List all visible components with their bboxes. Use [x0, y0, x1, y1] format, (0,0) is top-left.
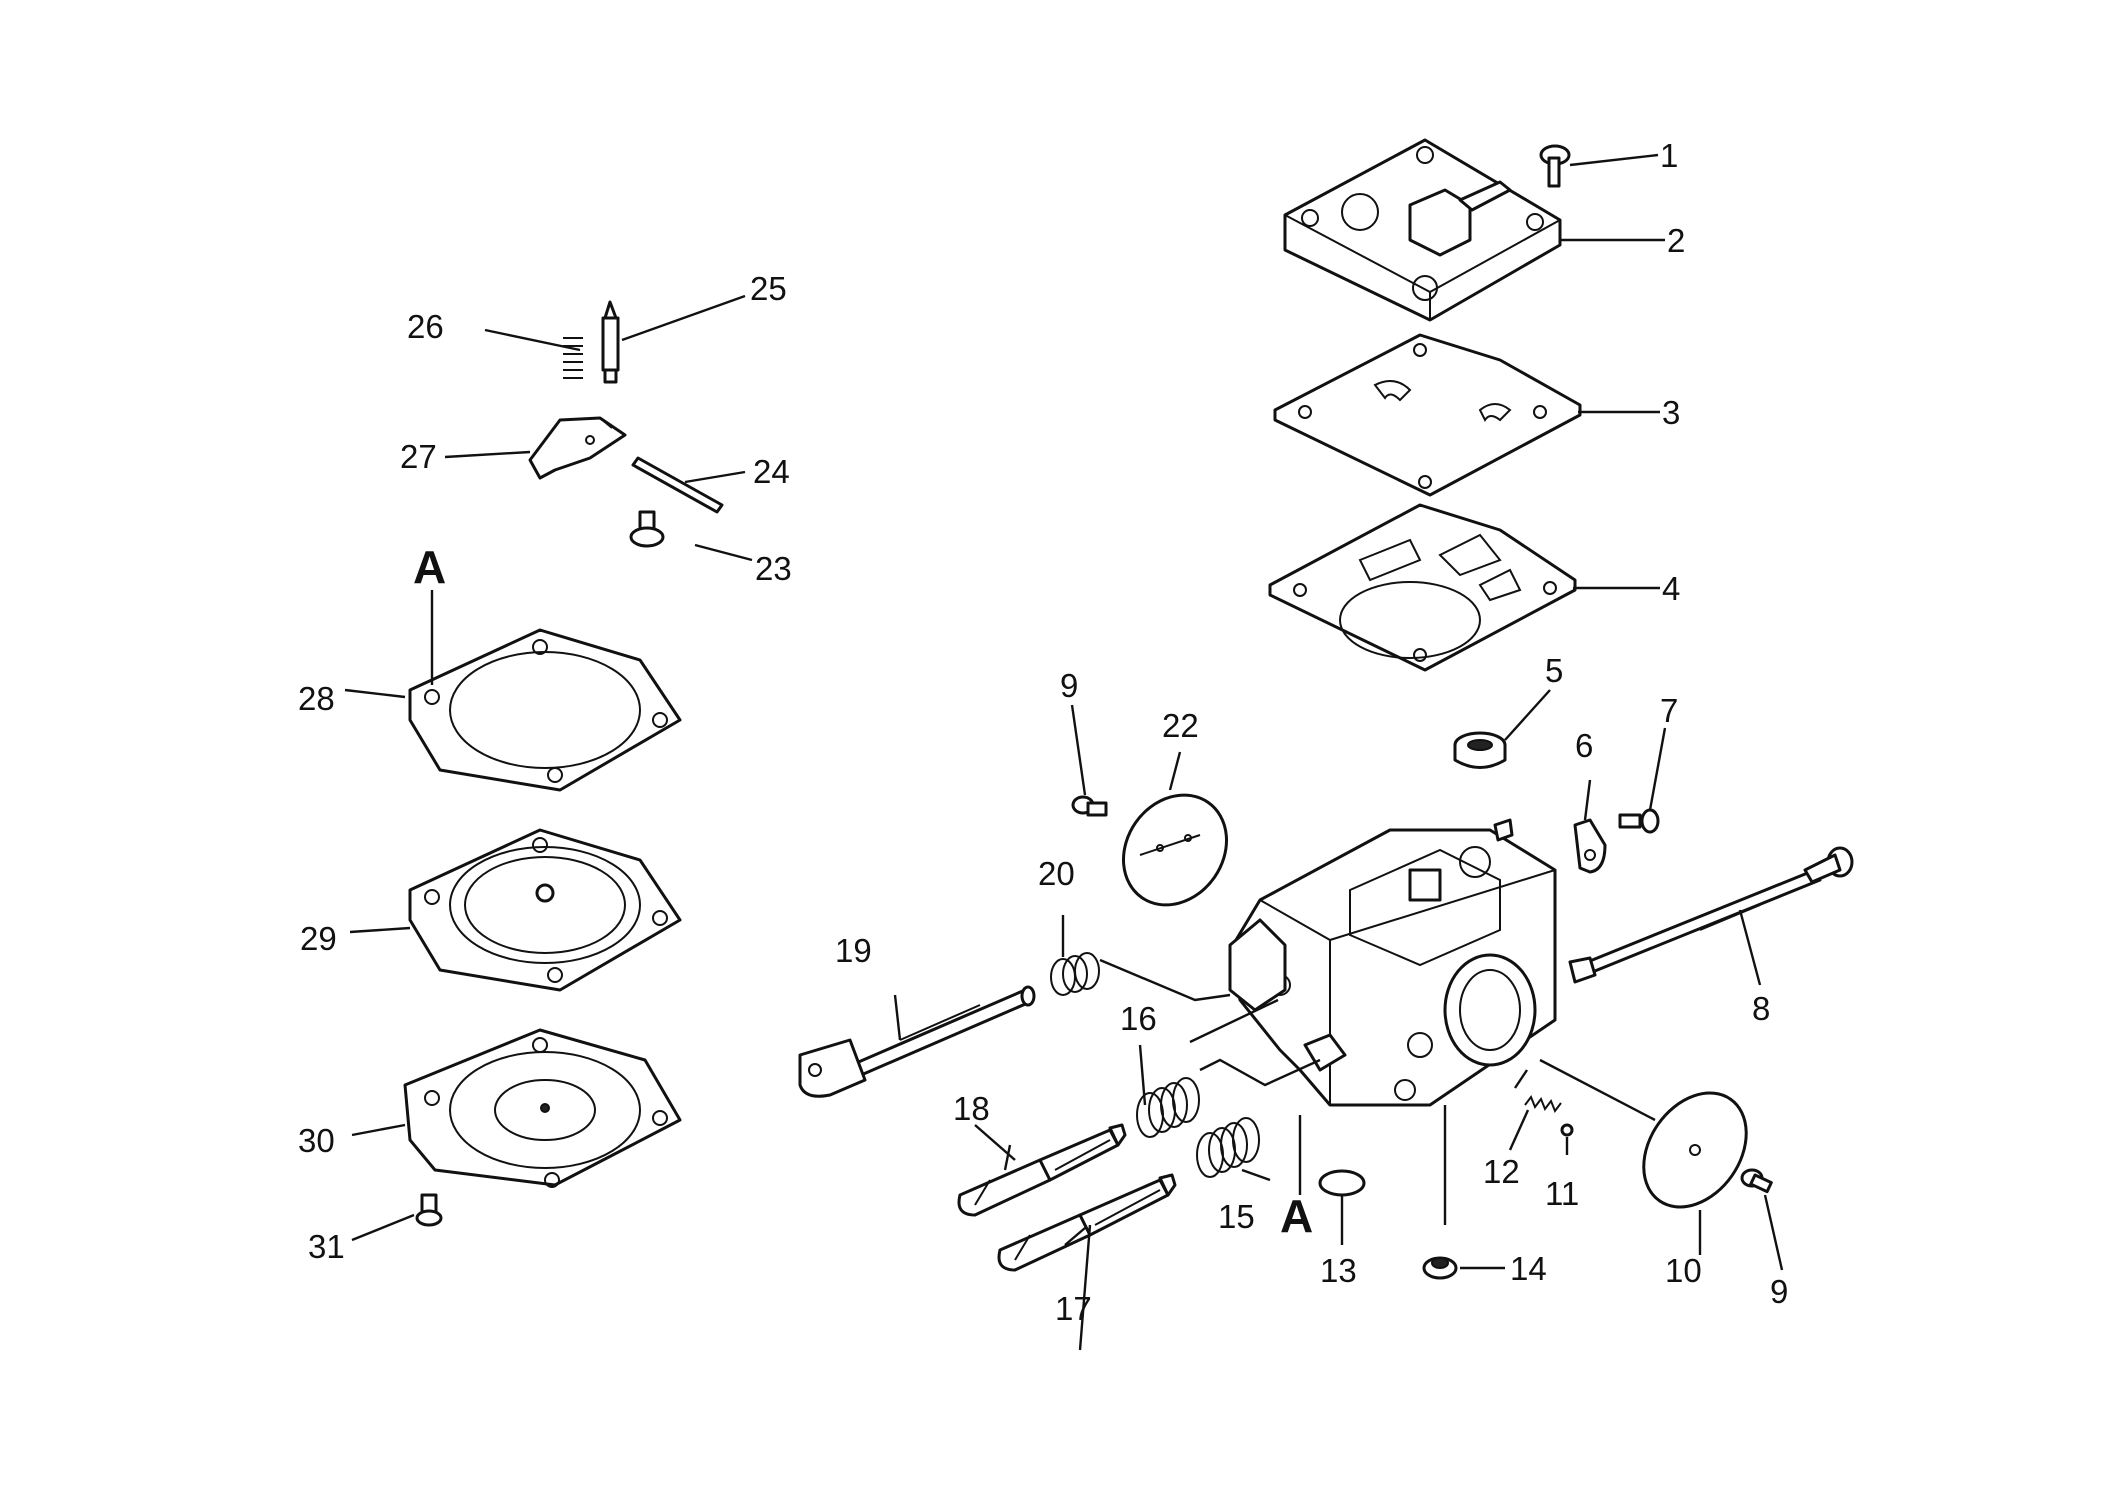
label-2: 2	[1667, 222, 1685, 259]
label-12: 12	[1483, 1153, 1520, 1190]
label-9-bottom: 9	[1770, 1273, 1788, 1310]
part-pump-cover	[1283, 138, 1562, 322]
part-filter-screen	[1453, 731, 1507, 769]
part-o-ring	[1318, 1169, 1366, 1197]
label-30: 30	[298, 1122, 335, 1159]
part-pump-diaphragm	[1273, 333, 1582, 497]
label-5: 5	[1545, 652, 1563, 689]
part-throttle-shaft	[798, 985, 1036, 1098]
label-20: 20	[1038, 855, 1075, 892]
part-carburetor-body	[1228, 818, 1557, 1107]
part-screw-9-top	[1071, 795, 1108, 817]
part-spring-26	[563, 337, 583, 379]
label-6: 6	[1575, 727, 1593, 764]
label-15: 15	[1218, 1198, 1255, 1235]
part-ball-11	[1560, 1123, 1574, 1137]
label-16: 16	[1120, 1000, 1157, 1037]
label-A-left: A	[413, 541, 446, 593]
part-gasket-28	[408, 628, 682, 792]
label-23: 23	[755, 550, 792, 587]
label-3: 3	[1662, 394, 1680, 431]
label-27: 27	[400, 438, 437, 475]
part-screw-31	[415, 1193, 443, 1227]
part-choke-shaft	[1568, 846, 1854, 984]
part-needle-17	[997, 1173, 1177, 1272]
part-bracket	[1573, 818, 1607, 874]
label-31: 31	[308, 1228, 345, 1265]
label-19: 19	[835, 932, 872, 969]
part-diaphragm-29	[408, 828, 682, 992]
label-17: 17	[1055, 1290, 1092, 1327]
label-26: 26	[407, 308, 444, 345]
part-screw-7	[1618, 808, 1660, 834]
part-gasket-4	[1268, 503, 1577, 672]
part-metering-lever	[528, 416, 627, 480]
callout-labels: 1 2 3 4 5 6 7 8 9 9 10 11 12 13 14 15 16…	[298, 137, 1788, 1327]
part-spring-12	[1524, 1094, 1562, 1114]
label-22: 22	[1162, 707, 1199, 744]
part-spring-20	[1050, 952, 1100, 996]
part-inlet-needle	[601, 300, 620, 384]
part-screw-23	[629, 510, 665, 548]
label-18: 18	[953, 1090, 990, 1127]
part-choke-plate	[1121, 793, 1229, 907]
part-nut	[1422, 1256, 1458, 1280]
label-1: 1	[1660, 137, 1678, 174]
label-4: 4	[1662, 570, 1680, 607]
label-13: 13	[1320, 1252, 1357, 1289]
label-7: 7	[1660, 692, 1678, 729]
part-screw-9-right	[1740, 1168, 1773, 1194]
label-24: 24	[753, 453, 790, 490]
label-8: 8	[1752, 990, 1770, 1027]
label-9-top: 9	[1060, 667, 1078, 704]
label-10: 10	[1665, 1252, 1702, 1289]
label-28: 28	[298, 680, 335, 717]
label-11: 11	[1545, 1175, 1579, 1212]
part-needle-18	[957, 1123, 1127, 1217]
label-A-right: A	[1280, 1190, 1313, 1242]
leader-lines	[344, 153, 1784, 1351]
part-cover-30	[403, 1028, 682, 1188]
label-25: 25	[750, 270, 787, 307]
part-pin-24	[631, 456, 724, 514]
part-screw-1	[1539, 144, 1571, 188]
label-14: 14	[1510, 1250, 1547, 1287]
part-spring-16	[1136, 1077, 1200, 1138]
label-29: 29	[300, 920, 337, 957]
part-throttle-plate	[1642, 1091, 1748, 1209]
part-spring-15	[1196, 1117, 1260, 1178]
